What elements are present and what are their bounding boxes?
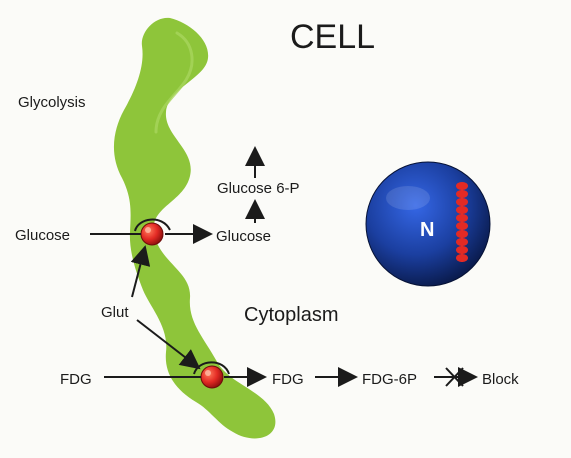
cell-title: CELL: [290, 18, 376, 56]
block-x-icon: [445, 367, 464, 387]
block-label: Block: [482, 371, 519, 388]
membrane-highlight: [154, 31, 194, 134]
chromosome-icon: [456, 182, 468, 262]
glucose-6p-label: Glucose 6-P: [217, 180, 300, 197]
glut-to-fdg-arrow: [136, 319, 201, 370]
fdg-6p-label: FDG-6P: [362, 371, 418, 388]
cell-membrane: [113, 17, 276, 439]
fdg-inside-label: FDG: [272, 371, 304, 388]
nucleus-label: N: [420, 219, 435, 241]
glycolysis-label: Glycolysis: [18, 94, 86, 111]
glut-to-glucose-arrow: [130, 245, 151, 298]
glucose-transporter: [134, 218, 171, 246]
glucose-outside-label: Glucose: [15, 227, 71, 244]
fdg-outside-label: FDG: [60, 371, 92, 388]
glucose-inside-label: Glucose: [216, 228, 272, 245]
glut-label: Glut: [101, 304, 129, 321]
cytoplasm-label: Cytoplasm: [244, 304, 339, 326]
